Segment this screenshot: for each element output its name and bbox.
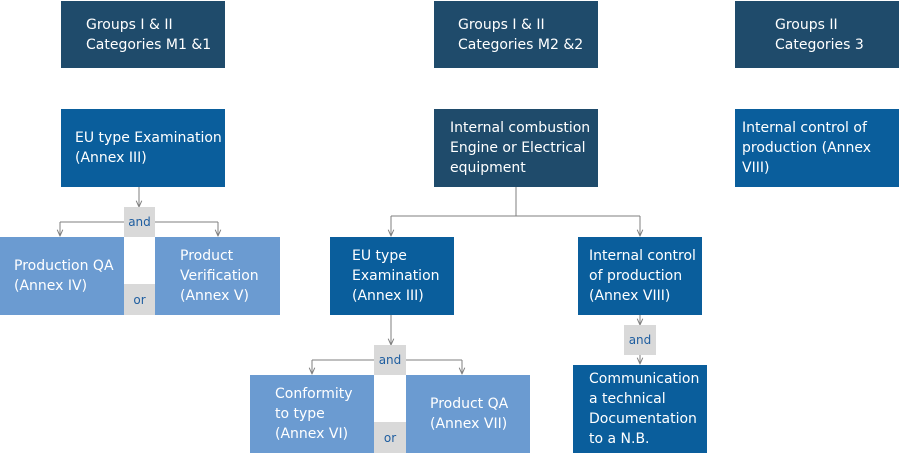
production-qa-box: Production QA (Annex IV) [0,237,124,315]
product-qa-box: Product QA (Annex VII) [406,375,530,453]
and-connector: and [124,207,155,237]
or-connector: or [124,284,155,315]
or-connector-2: or [374,422,406,453]
conformity-to-type-box: Conformity to type (Annex VI) [250,375,374,453]
internal-control-box: Internal control of production (Annex VI… [578,237,702,315]
and-connector-3: and [624,325,656,355]
internal-control-box-3: Internal control of production (Annex VI… [735,109,899,187]
internal-combustion-box: Internal combustion Engine or Electrical… [434,109,598,187]
product-verification-box: Product Verification (Annex V) [155,237,280,315]
and-connector-2: and [374,345,406,375]
header-group1: Groups I & II Categories M1 &1 [61,1,225,68]
communication-box: Communication a technical Documentation … [573,365,707,453]
eu-type-examination-box: EU type Examination (Annex III) [61,109,225,187]
header-group3: Groups II Categories 3 [735,1,899,68]
eu-type-examination-box-2: EU type Examination (Annex III) [330,237,454,315]
header-group2: Groups I & II Categories M2 &2 [434,1,598,68]
